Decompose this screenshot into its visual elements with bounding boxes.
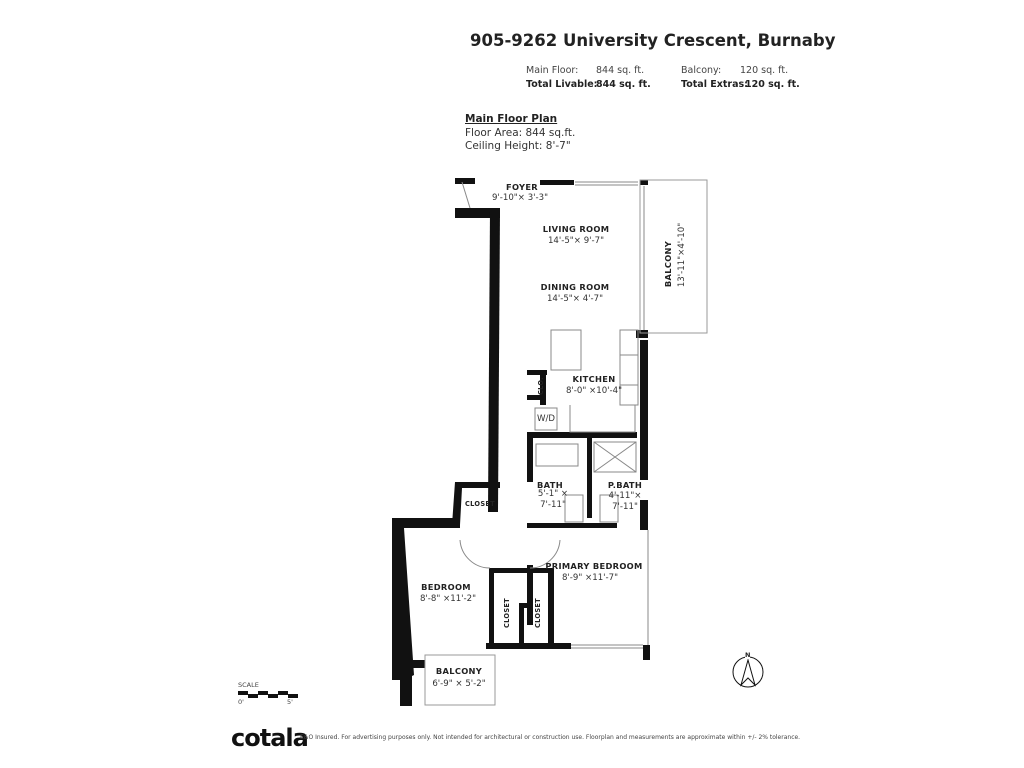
total-extras-value: 120 sq. ft. bbox=[745, 79, 800, 90]
room-name-clo: CLO. bbox=[537, 377, 545, 395]
balcony-value: 120 sq. ft. bbox=[740, 65, 789, 76]
plan-heading: Main Floor Plan bbox=[465, 113, 558, 125]
fixtures-and-windows bbox=[424, 179, 708, 706]
room-dims-bedroom: 8'-8" ×11'-2" bbox=[419, 594, 477, 604]
north-arrow-icon bbox=[732, 656, 764, 688]
room-dims-foyer: 9'-10"× 3'-3" bbox=[491, 193, 549, 203]
room-dims-living: 14'-5"× 9'-7" bbox=[547, 236, 605, 246]
compass-north-label: N bbox=[745, 651, 751, 659]
room-name-kitchen: KITCHEN bbox=[572, 374, 616, 384]
room-dims-bath-2: 7'-11" bbox=[540, 500, 566, 510]
scale-start: 0' bbox=[238, 698, 244, 706]
room-name-primary-bedroom: PRIMARY BEDROOM bbox=[545, 561, 643, 571]
room-dims-balcony-small: 6'-9" × 5'-2" bbox=[432, 679, 486, 689]
room-dims-pbath-2: 7'-11" bbox=[612, 502, 638, 512]
room-dims-kitchen: 8'-0" ×10'-4" bbox=[565, 386, 623, 396]
room-name-living: LIVING ROOM bbox=[542, 224, 610, 234]
disclaimer: E&O Insured. For advertising purposes on… bbox=[300, 734, 801, 741]
cotala-logo: cotala bbox=[231, 724, 309, 752]
room-name-hall-closet: CLOSET bbox=[465, 500, 495, 508]
room-name-wd: W/D bbox=[536, 414, 556, 424]
room-dims-pbath-1: 4'-11"× bbox=[608, 491, 642, 501]
total-livable-label: Total Livable: bbox=[526, 79, 598, 90]
room-name-balcony-main: BALCONY bbox=[663, 240, 673, 288]
main-floor-value: 844 sq. ft. bbox=[596, 65, 645, 76]
room-name-closet-b: CLOSET bbox=[534, 598, 542, 628]
total-livable-value: 844 sq. ft. bbox=[596, 79, 651, 90]
scale-bar bbox=[238, 691, 298, 698]
room-name-balcony-small: BALCONY bbox=[435, 666, 483, 676]
scale-label: SCALE bbox=[238, 681, 259, 689]
room-dims-balcony-main: 13'-11"×4'-10" bbox=[677, 222, 687, 288]
balcony-label: Balcony: bbox=[681, 65, 722, 76]
room-name-foyer: FOYER bbox=[506, 182, 538, 192]
room-name-pbath: P.BATH bbox=[607, 480, 643, 490]
room-name-closet-a: CLOSET bbox=[503, 598, 511, 628]
scale-end: 5' bbox=[287, 698, 293, 706]
room-dims-primary-bedroom: 8'-9" ×11'-7" bbox=[561, 573, 619, 583]
listing-address-title: 905-9262 University Crescent, Burnaby bbox=[470, 31, 836, 50]
room-name-bath: BATH bbox=[537, 480, 563, 490]
walls bbox=[392, 178, 650, 706]
floor-area: Floor Area: 844 sq.ft. bbox=[465, 127, 576, 139]
room-name-bedroom: BEDROOM bbox=[421, 582, 471, 592]
ceiling-height: Ceiling Height: 8'-7" bbox=[465, 140, 571, 152]
room-dims-bath-1: 5'-1" × bbox=[537, 489, 569, 499]
total-extras-label: Total Extras: bbox=[681, 79, 748, 90]
room-name-dining: DINING ROOM bbox=[540, 282, 610, 292]
room-dims-dining: 14'-5"× 4'-7" bbox=[546, 294, 604, 304]
main-floor-label: Main Floor: bbox=[526, 65, 579, 76]
